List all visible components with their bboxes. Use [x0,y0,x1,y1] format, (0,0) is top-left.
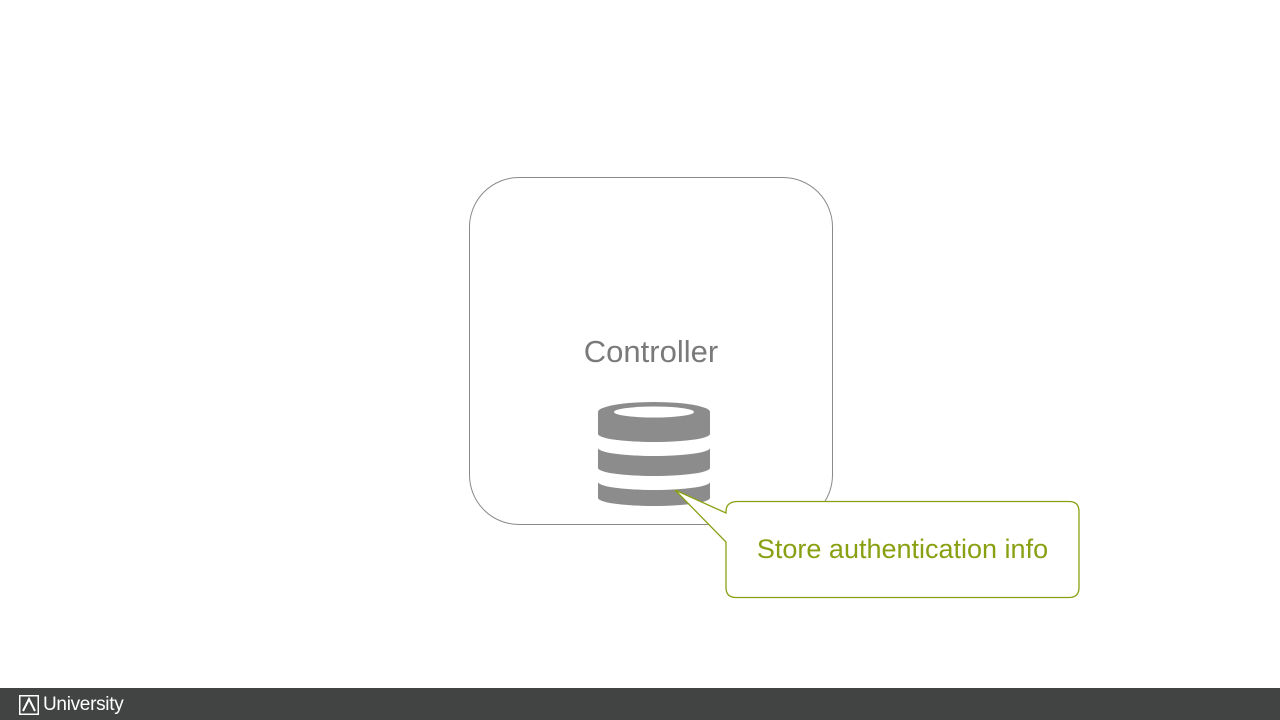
footer-bar: University [0,688,1280,720]
slide-canvas: Controller Store authentication info [469,177,1080,599]
brand-logo[interactable]: University [19,694,124,715]
database-icon [598,402,710,506]
callout-bubble [674,489,1080,599]
logo-mark-icon [19,695,39,715]
callout-text: Store authentication info [756,534,1049,564]
controller-label: Controller [583,334,719,369]
brand-text: University [43,694,124,715]
